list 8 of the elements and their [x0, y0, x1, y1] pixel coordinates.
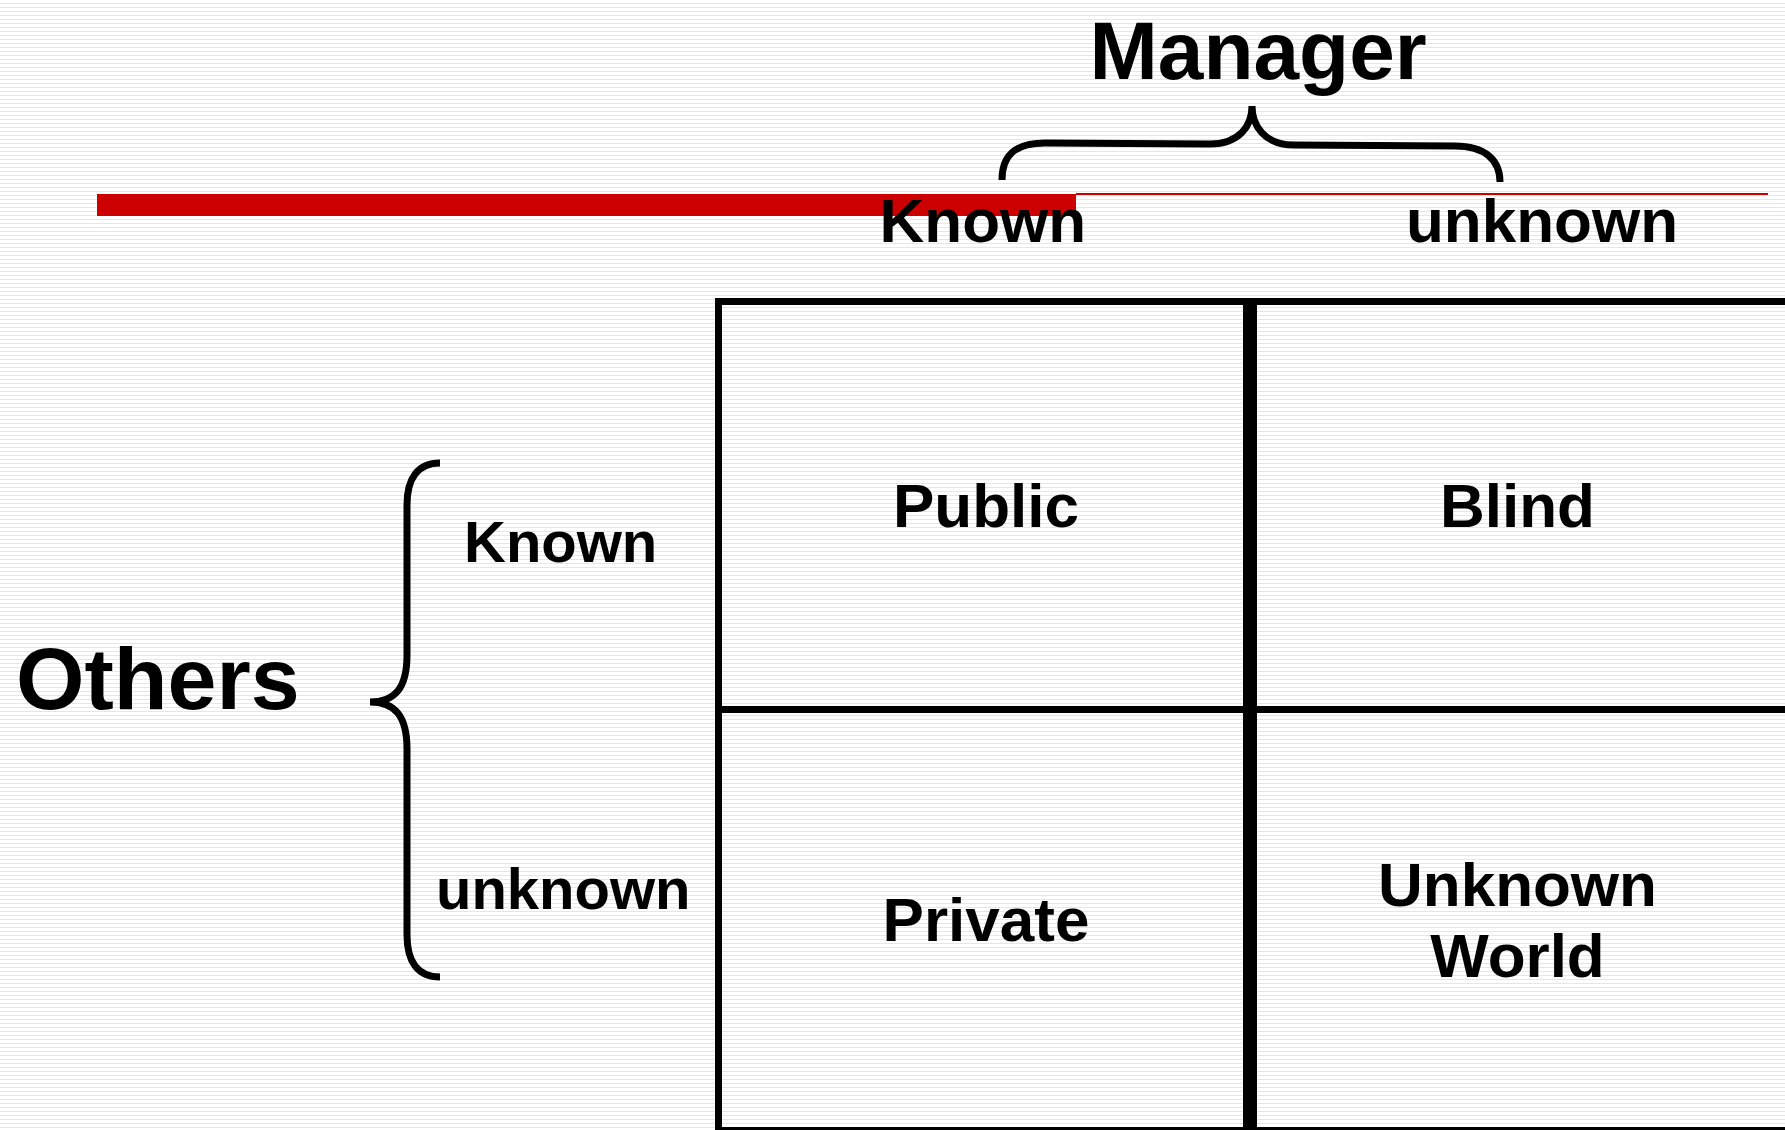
axis-label: Known: [464, 513, 658, 571]
cell-label: Public: [892, 469, 1080, 542]
cell-label: Unknown World: [1377, 848, 1658, 992]
axis-label: unknown: [436, 860, 691, 918]
cell-label: Private: [881, 884, 1091, 956]
cell-label: Blind: [1439, 469, 1596, 542]
axis-label: unknown: [1406, 190, 1679, 252]
axis-title: Others: [16, 635, 300, 723]
